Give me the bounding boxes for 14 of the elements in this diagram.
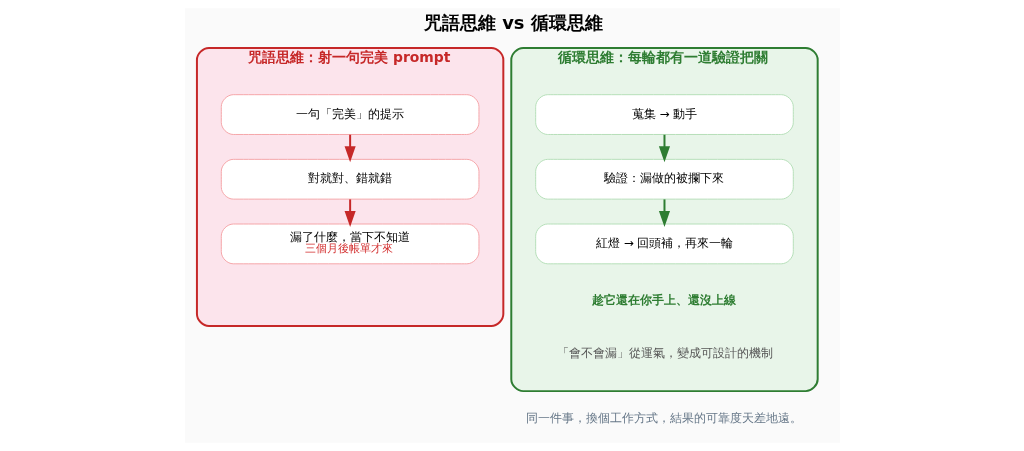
caption: 同一件事，換個工作方式，結果的可靠度天差地遠。 xyxy=(525,411,802,426)
arrow xyxy=(658,198,670,227)
node-box: 對就對、錯就錯 xyxy=(220,158,479,200)
arrow xyxy=(344,133,356,163)
node-box: 漏了什麼，當下不知道 三個月後帳單才來 xyxy=(220,223,479,265)
node-box: 蒐集 → 動手 xyxy=(534,94,794,135)
arrow xyxy=(658,133,670,163)
diagram-title: 咒語思維 vs 循環思維 xyxy=(423,12,603,34)
label: 「會不會漏」從運氣，變成可設計的機制 xyxy=(556,345,773,360)
arrow xyxy=(344,198,356,227)
node-box: 紅燈 → 回頭補，再來一輪 xyxy=(534,223,794,265)
node-box: 一句「完美」的提示 xyxy=(220,94,479,135)
label: 趁它還在你手上、還沒上線 xyxy=(591,293,736,308)
node-box: 驗證：漏做的被攔下來 xyxy=(534,158,794,200)
